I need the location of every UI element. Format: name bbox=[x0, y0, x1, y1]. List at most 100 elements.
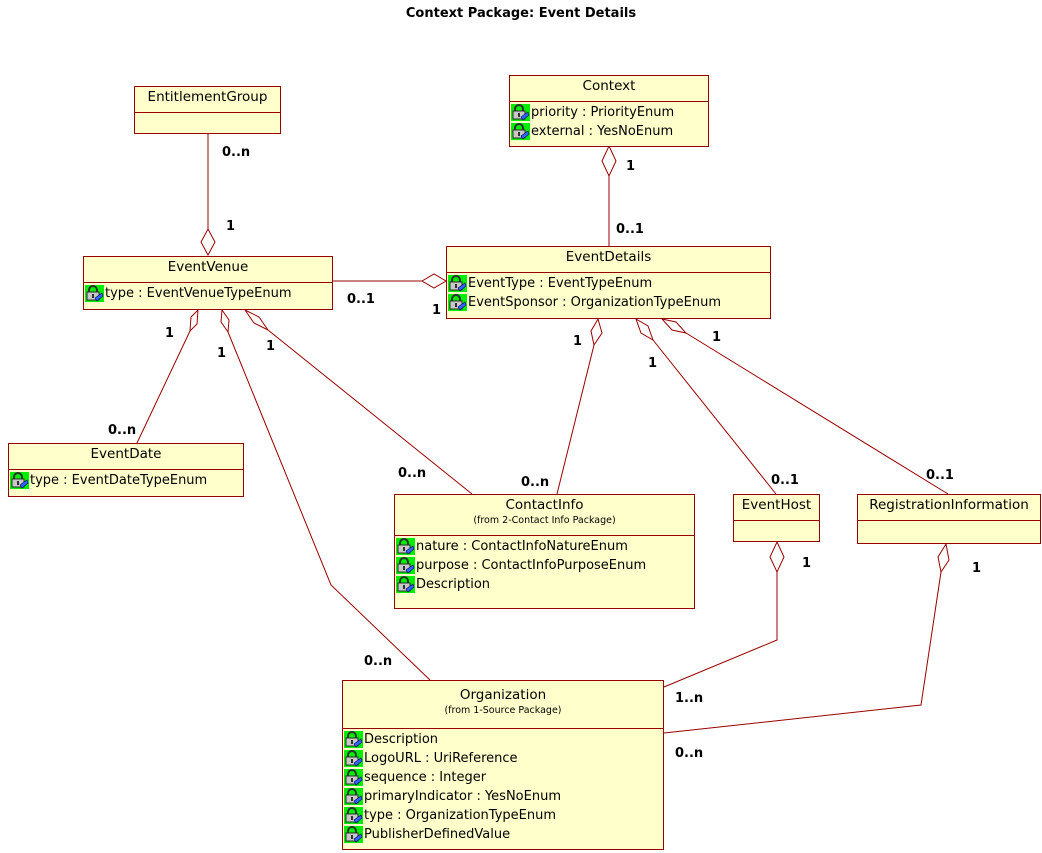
lock-attribute-icon bbox=[396, 576, 415, 593]
assoc-venue-contact bbox=[267, 329, 473, 495]
multiplicity-label: 0..n bbox=[398, 466, 427, 481]
class-name: EventVenue bbox=[167, 259, 249, 275]
attribute-text: sequence : Integer bbox=[364, 770, 487, 785]
assoc-venue-org bbox=[227, 331, 431, 681]
lock-attribute-icon bbox=[396, 557, 415, 574]
attribute-row: Description bbox=[344, 730, 663, 749]
multiplicity-label: 1 bbox=[648, 356, 658, 371]
assoc-host-org bbox=[663, 572, 778, 688]
attribute-row: LogoURL : UriReference bbox=[344, 749, 663, 768]
diagram-title: Context Package: Event Details bbox=[405, 6, 637, 21]
attribute-list: type : EventDateTypeEnum bbox=[9, 470, 243, 491]
class-name: EventDate bbox=[90, 446, 162, 462]
multiplicity-label: 0..n bbox=[108, 423, 137, 438]
class-event-venue[interactable]: EventVenue type : EventVenueTypeEnum bbox=[83, 256, 333, 310]
multiplicity-label: 0..n bbox=[222, 145, 251, 160]
multiplicity-label: 1 bbox=[165, 326, 175, 341]
aggregation-diamond bbox=[220, 308, 230, 334]
attribute-row: priority : PriorityEnum bbox=[511, 103, 708, 122]
attribute-text: PublisherDefinedValue bbox=[364, 827, 511, 842]
lock-attribute-icon bbox=[344, 807, 363, 824]
attribute-row: PublisherDefinedValue bbox=[344, 825, 663, 844]
multiplicity-label: 0..1 bbox=[347, 292, 375, 307]
class-name: RegistrationInformation bbox=[869, 497, 1029, 513]
attribute-row: type : EventVenueTypeEnum bbox=[85, 284, 332, 303]
lock-attribute-icon bbox=[448, 275, 467, 292]
attribute-list: type : EventVenueTypeEnum bbox=[84, 283, 332, 304]
class-registration-information[interactable]: RegistrationInformation bbox=[857, 494, 1041, 544]
lock-attribute-icon bbox=[448, 294, 467, 311]
class-organization[interactable]: Organization (from 1-Source Package) Des… bbox=[342, 680, 664, 850]
lock-attribute-icon bbox=[511, 123, 530, 140]
multiplicity-label: 1 bbox=[432, 303, 442, 318]
attribute-text: Description bbox=[416, 577, 491, 592]
lock-attribute-icon bbox=[85, 285, 104, 302]
class-name: EventHost bbox=[741, 497, 812, 513]
attribute-row: primaryIndicator : YesNoEnum bbox=[344, 787, 663, 806]
lock-attribute-icon bbox=[511, 104, 530, 121]
lock-attribute-icon bbox=[344, 788, 363, 805]
class-context[interactable]: Context priority : PriorityEnum external … bbox=[509, 75, 709, 147]
attribute-text: EventType : EventTypeEnum bbox=[468, 276, 653, 291]
multiplicity-label: 0..n bbox=[521, 475, 550, 490]
multiplicity-label: 1..n bbox=[675, 691, 704, 706]
class-contact-info[interactable]: ContactInfo (from 2-Contact Info Package… bbox=[394, 494, 695, 609]
assoc-details-contact bbox=[556, 344, 595, 495]
lock-attribute-icon bbox=[344, 750, 363, 767]
class-event-host[interactable]: EventHost bbox=[733, 494, 820, 542]
multiplicity-label: 1 bbox=[626, 159, 636, 174]
assoc-reg-org bbox=[663, 571, 942, 734]
attribute-row: external : YesNoEnum bbox=[511, 122, 708, 141]
attribute-text: type : EventDateTypeEnum bbox=[30, 473, 208, 488]
class-event-date[interactable]: EventDate type : EventDateTypeEnum bbox=[8, 443, 244, 497]
assoc-details-host bbox=[652, 339, 777, 495]
attribute-row: purpose : ContactInfoPurposeEnum bbox=[396, 556, 694, 575]
lock-attribute-icon bbox=[344, 731, 363, 748]
multiplicity-label: 0..1 bbox=[616, 222, 644, 237]
aggregation-diamond bbox=[937, 542, 950, 574]
multiplicity-label: 0..n bbox=[364, 654, 393, 669]
aggregation-diamond bbox=[635, 317, 654, 342]
multiplicity-label: 1 bbox=[712, 330, 722, 345]
aggregation-diamond bbox=[769, 540, 785, 574]
attribute-row: EventSponsor : OrganizationTypeEnum bbox=[448, 293, 770, 312]
multiplicity-label: 1 bbox=[802, 556, 812, 571]
class-name: Organization bbox=[459, 687, 547, 703]
attribute-text: Description bbox=[364, 732, 439, 747]
assoc-venue-date bbox=[136, 330, 191, 444]
multiplicity-label: 0..1 bbox=[771, 473, 799, 488]
lock-attribute-icon bbox=[396, 538, 415, 555]
multiplicity-label: 1 bbox=[266, 339, 276, 354]
attribute-list: priority : PriorityEnum external : YesNoE… bbox=[510, 102, 708, 142]
attribute-text: priority : PriorityEnum bbox=[531, 105, 675, 120]
attribute-text: external : YesNoEnum bbox=[531, 124, 674, 139]
attribute-text: purpose : ContactInfoPurposeEnum bbox=[416, 558, 647, 573]
attribute-row: Description bbox=[396, 575, 694, 594]
attribute-text: LogoURL : UriReference bbox=[364, 751, 518, 766]
class-name: EntitlementGroup bbox=[147, 89, 268, 105]
multiplicity-label: 1 bbox=[226, 219, 236, 234]
class-entitlement-group[interactable]: EntitlementGroup bbox=[134, 86, 281, 134]
lock-attribute-icon bbox=[10, 472, 29, 489]
attribute-text: EventSponsor : OrganizationTypeEnum bbox=[468, 295, 721, 310]
class-name: ContactInfo bbox=[505, 497, 584, 513]
class-name: Context bbox=[582, 78, 636, 94]
lock-attribute-icon bbox=[344, 826, 363, 843]
assoc-details-reg bbox=[685, 332, 949, 495]
multiplicity-label: 0..n bbox=[675, 746, 704, 761]
aggregation-diamond bbox=[601, 144, 617, 178]
aggregation-diamond bbox=[189, 308, 199, 333]
attribute-row: EventType : EventTypeEnum bbox=[448, 274, 770, 293]
attribute-text: type : OrganizationTypeEnum bbox=[364, 808, 557, 823]
lock-attribute-icon bbox=[344, 769, 363, 786]
aggregation-diamond bbox=[244, 309, 269, 331]
multiplicity-label: 1 bbox=[573, 334, 583, 349]
attribute-row: type : EventDateTypeEnum bbox=[10, 471, 243, 490]
attribute-text: primaryIndicator : YesNoEnum bbox=[364, 789, 561, 804]
class-origin: (from 1-Source Package) bbox=[444, 705, 562, 716]
